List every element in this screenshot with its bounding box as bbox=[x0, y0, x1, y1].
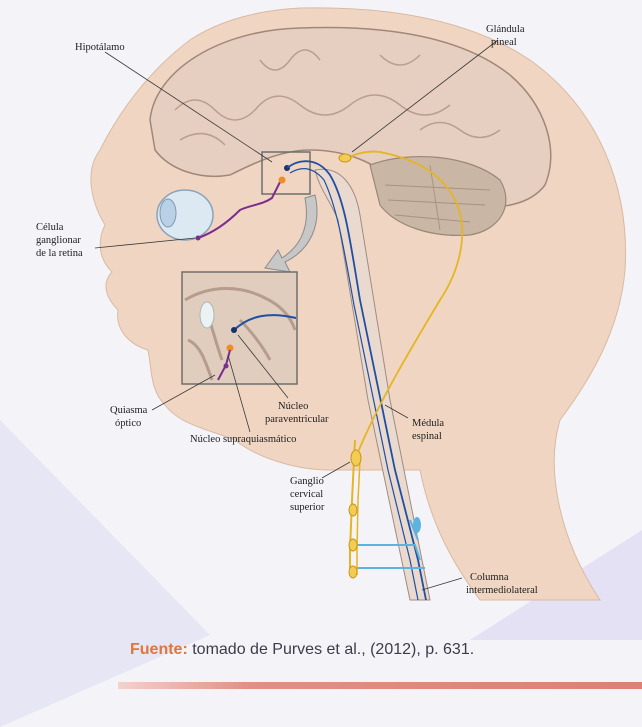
label-ganglion-cell-1: Célula bbox=[36, 222, 64, 233]
label-ganglion-cell-2: ganglionar bbox=[36, 235, 81, 246]
label-ganglion-cell-3: de la retina bbox=[36, 248, 83, 259]
sympathetic-chain-2 bbox=[357, 460, 360, 575]
chain-ganglion-1 bbox=[349, 504, 357, 516]
label-paraventricular-2: paraventricular bbox=[265, 414, 329, 425]
label-chiasm-1: Quiasma bbox=[110, 405, 148, 416]
chain-ganglion-2 bbox=[349, 539, 357, 551]
label-column-2: intermediolateral bbox=[466, 585, 538, 596]
caption-source-label: Fuente: bbox=[130, 641, 188, 658]
pineal-gland bbox=[339, 154, 351, 162]
label-paraventricular-1: Núcleo bbox=[278, 401, 308, 412]
label-hypothalamus: Hipotálamo bbox=[75, 42, 125, 53]
label-pineal-1: Glándula bbox=[486, 24, 525, 35]
eye-lens bbox=[160, 199, 176, 227]
label-suprachiasmatic: Núcleo supraquiasmático bbox=[190, 434, 296, 445]
label-cervical-1: Ganglio bbox=[290, 476, 324, 487]
superior-cervical-ganglion bbox=[351, 450, 361, 466]
figure-caption: Fuente: tomado de Purves et al., (2012),… bbox=[130, 641, 630, 659]
intermediolateral-cell bbox=[413, 517, 421, 533]
label-spinal-2: espinal bbox=[412, 431, 442, 442]
ganglion-cell-dot bbox=[196, 236, 201, 241]
label-spinal-1: Médula bbox=[412, 418, 444, 429]
caption-text: tomado de Purves et al., (2012), p. 631. bbox=[188, 641, 474, 658]
label-cervical-2: cervical bbox=[290, 489, 323, 500]
inset-chiasm-dot bbox=[224, 364, 229, 369]
inset-ventricle bbox=[200, 302, 214, 328]
label-column-1: Columna bbox=[470, 572, 509, 583]
label-pineal-2: pineal bbox=[491, 37, 517, 48]
suprachiasmatic-nucleus bbox=[279, 177, 286, 184]
inset-paraventricular-dot bbox=[231, 327, 237, 333]
bg-triangle-left bbox=[0, 420, 210, 727]
label-chiasm-2: óptico bbox=[115, 418, 141, 429]
label-cervical-3: superior bbox=[290, 502, 325, 513]
chain-ganglion-3 bbox=[349, 566, 357, 578]
caption-underline-rule bbox=[118, 682, 642, 689]
